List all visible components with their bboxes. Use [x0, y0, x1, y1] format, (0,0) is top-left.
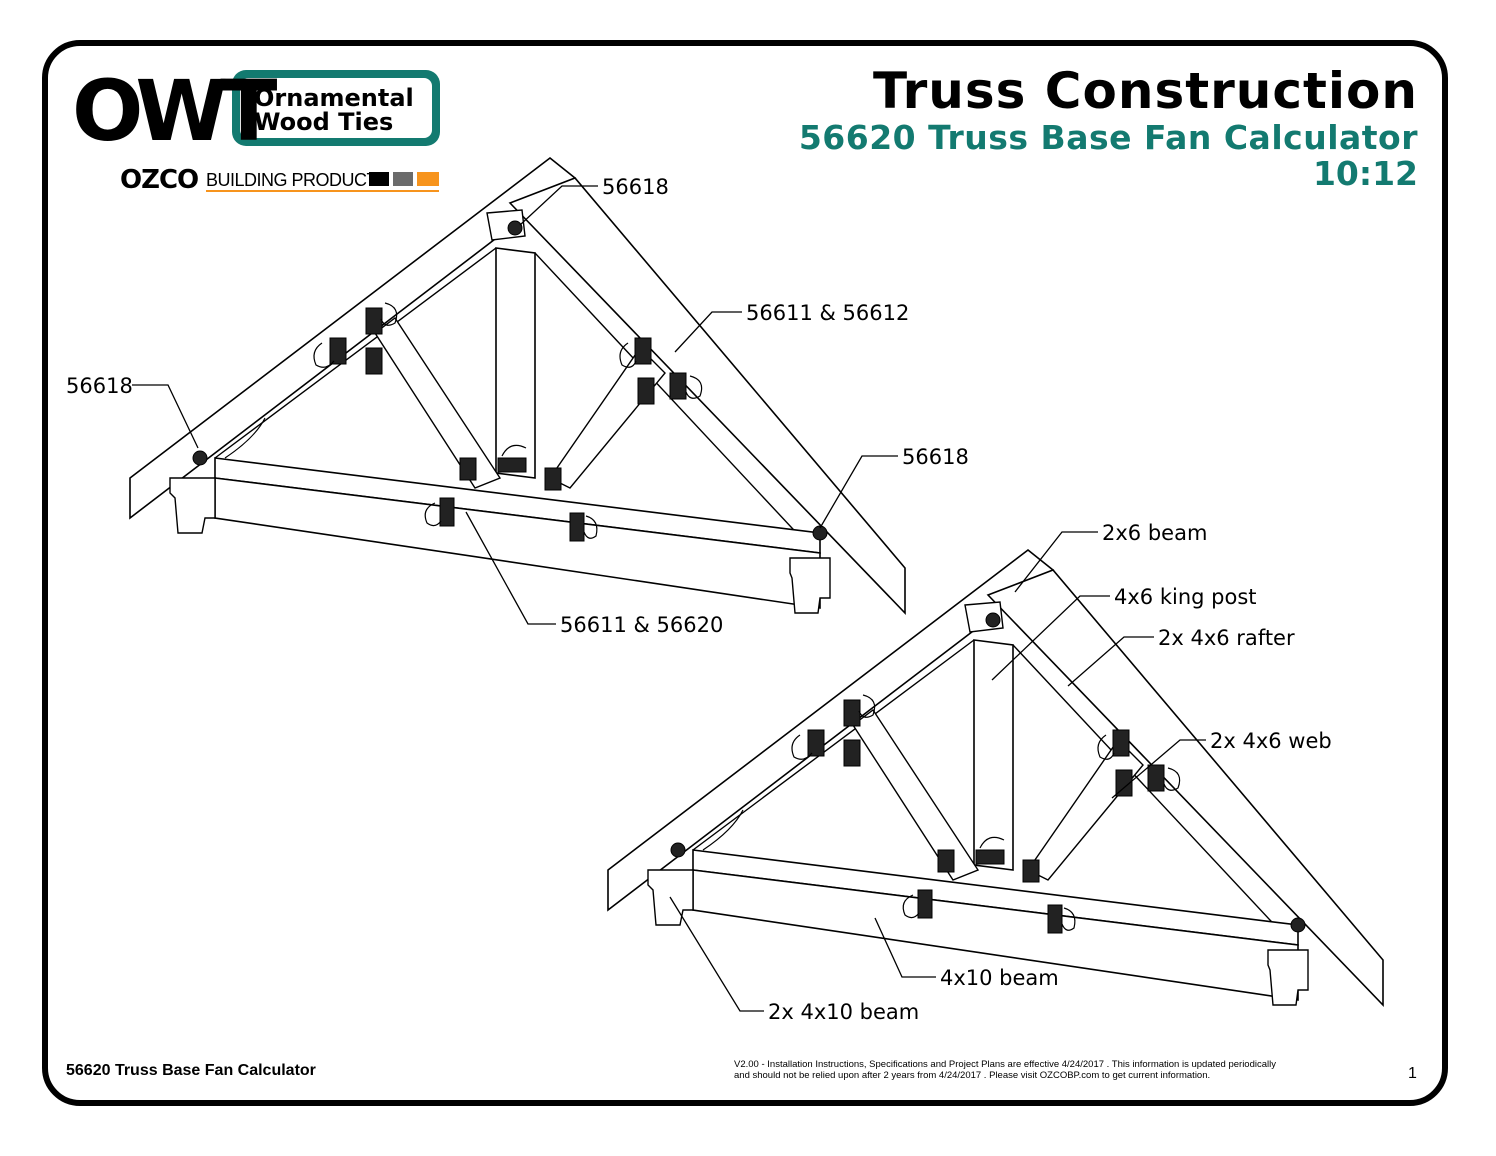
page-pitch: 10:12 — [1312, 154, 1418, 193]
owt-logo: OWT Ornamental Wood Ties OZCO BUILDING P… — [72, 66, 440, 195]
footer-note-line2: and should not be relied upon after 2 ye… — [734, 1070, 1211, 1081]
page-border — [42, 40, 1448, 1106]
footer-disclaimer: V2.00 - Installation Instructions, Speci… — [734, 1059, 1394, 1081]
label-56611-56612: 56611 & 56612 — [746, 301, 909, 325]
label-56611-56620: 56611 & 56620 — [560, 613, 723, 637]
label-2x-4x6-web: 2x 4x6 web — [1210, 729, 1332, 753]
page-number: 1 — [1408, 1065, 1417, 1082]
logo-line1: Ornamental — [254, 84, 414, 112]
truss-diagram-2 — [607, 549, 1384, 1006]
label-2x-4x6-rafter: 2x 4x6 rafter — [1158, 626, 1295, 650]
label-4x6-king-post: 4x6 king post — [1114, 585, 1257, 609]
logo-building: BUILDING PRODUCTS — [206, 170, 389, 190]
label-2x-4x10-beam: 2x 4x10 beam — [768, 1000, 919, 1024]
truss-diagram-1 — [129, 157, 906, 614]
footer-title: 56620 Truss Base Fan Calculator — [66, 1062, 316, 1079]
page-title: Truss Construction — [873, 62, 1418, 120]
page-subtitle: 56620 Truss Base Fan Calculator — [798, 118, 1418, 157]
label-56618-left: 56618 — [66, 374, 133, 398]
logo-ozco: OZCO — [120, 165, 198, 195]
label-56618-right: 56618 — [902, 445, 969, 469]
footer-note-line1: V2.00 - Installation Instructions, Speci… — [734, 1059, 1276, 1070]
label-4x10-beam: 4x10 beam — [940, 966, 1059, 990]
logo-owt-letters: OWT — [72, 66, 277, 160]
logo-line2: Wood Ties — [254, 108, 393, 136]
label-2x6-beam: 2x6 beam — [1102, 521, 1207, 545]
label-56618-top: 56618 — [602, 175, 669, 199]
title-block: Truss Construction 56620 Truss Base Fan … — [799, 62, 1418, 192]
